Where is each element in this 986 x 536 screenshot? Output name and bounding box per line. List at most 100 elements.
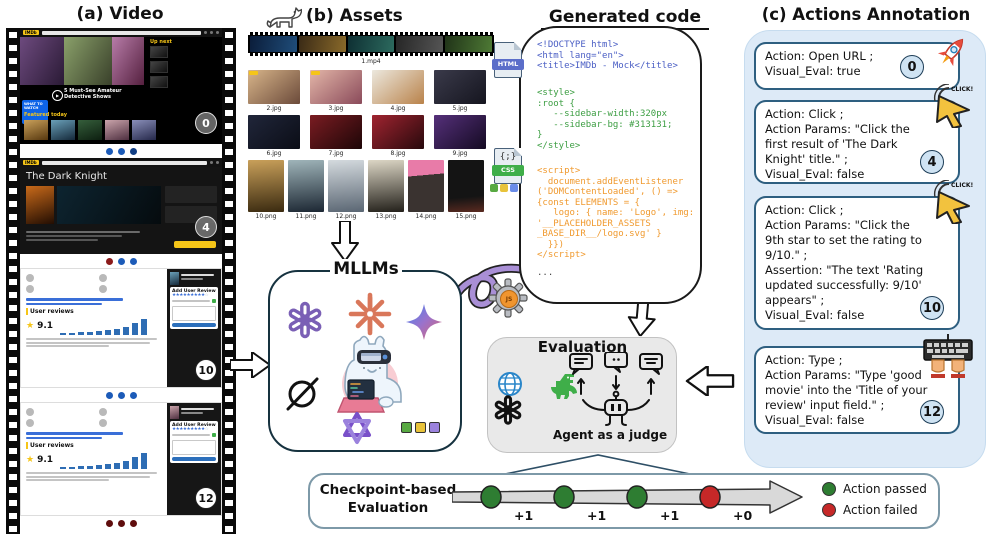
panel-title: Add User Review: [172, 289, 216, 294]
asset-item: 13.png: [368, 160, 404, 220]
generated-code-box: [519, 26, 702, 304]
checkpoint-timeline: [451, 479, 808, 525]
asset-item: 10.png: [248, 160, 284, 220]
more-models-dots: [398, 418, 440, 437]
asset-item: 3.jpg: [310, 70, 362, 112]
hero-title: 5 Must-See Amateur Detective Shows: [64, 88, 122, 101]
xai-logo: [284, 376, 320, 416]
user-reviews-label: User reviews: [26, 442, 164, 449]
assets-section-title: (b) Assets: [306, 6, 403, 26]
qwen-logo: [338, 410, 376, 450]
increment-label: +0: [733, 508, 753, 523]
openai-black-logo: [492, 394, 524, 430]
movie-poster: [26, 186, 54, 224]
action-card-text: Action: Open URL ; Visual_Eval: true: [765, 49, 874, 78]
assets-row-3: 10.png 11.png 12.png 13.png 14.png 15.pn…: [248, 160, 518, 220]
legend-failed: Action failed: [822, 503, 918, 517]
action-step-number: 10: [920, 296, 944, 320]
dino-icon: [548, 372, 578, 408]
asset-item: 15.png: [448, 160, 484, 220]
gemini-logo: [405, 303, 443, 345]
keyboard-icon: [920, 334, 976, 384]
add-review-panel: Add User Review ★★★★★★★★★☆: [167, 269, 221, 387]
mllms-title: MLLMs: [330, 259, 402, 279]
video-frame-10: User reviews ★ 9.1: [20, 268, 222, 388]
frame-separator: [20, 516, 222, 530]
rating-value: 9.1: [37, 321, 54, 331]
star-icon: ★: [26, 454, 35, 465]
submit-button: [172, 322, 216, 327]
html-file-icon: HTML: [492, 42, 524, 78]
video-to-mllms-arrow: [230, 352, 270, 378]
panel-title: Add User Review: [172, 423, 216, 428]
agent-judge-icon: [566, 351, 666, 432]
green-dot-icon: [822, 482, 836, 496]
asset-item: 6.jpg: [248, 115, 300, 157]
code-html-block: <!DOCTYPE html> <html lang="en"> <title>…: [537, 40, 678, 71]
action-step-number: 12: [920, 400, 944, 424]
frame-12-badge: 12: [195, 487, 217, 509]
asset-item: 7.jpg: [310, 115, 362, 157]
imdb-logo: IMDb: [23, 160, 39, 165]
submit-button: [172, 456, 216, 461]
rating-histogram: [60, 319, 148, 335]
star-icon: ★: [26, 320, 35, 331]
frame-0-badge: 0: [195, 112, 217, 134]
asset-item: 14.png: [408, 160, 444, 220]
asset-item: 8.jpg: [372, 115, 424, 157]
review-input: [172, 305, 216, 321]
evaluation-box: [487, 337, 677, 453]
legend-passed: Action passed: [822, 482, 927, 496]
assets-row-1: 2.jpg 3.jpg 4.jpg 5.jpg: [248, 70, 486, 112]
filmstrip-left-rail: [6, 28, 20, 534]
frame-10-badge: 10: [195, 359, 217, 381]
frame-4-badge: 4: [195, 216, 217, 238]
asset-item: 12.png: [328, 160, 364, 220]
action-card-text: Action: Click ; Action Params: "Click th…: [765, 107, 910, 181]
asset-item: 9.jpg: [434, 115, 486, 157]
imdb-logo: IMDb: [23, 30, 39, 35]
action-step-number: 0: [900, 55, 924, 79]
video-frame-4: IMDb The Dark Knight 4: [20, 158, 222, 254]
llama-coder-mascot: [330, 332, 410, 420]
movie-title: The Dark Knight: [26, 171, 107, 182]
more-assets-dots: [488, 177, 518, 220]
action-card-text: Action: Type ; Action Params: "Type 'goo…: [765, 353, 928, 427]
asset-item: 4.jpg: [372, 70, 424, 112]
code-more: ...: [537, 268, 554, 278]
code-css-block: <style> :root { --sidebar-width:320px --…: [537, 88, 673, 151]
js-gear-icon: JS: [488, 278, 528, 318]
video-section-title: (a) Video: [76, 4, 164, 24]
asset-item: 11.png: [288, 160, 324, 220]
click-cursor-icon: CLICK!: [925, 179, 977, 228]
video-frame-0: IMDb WHAT TO WATCH ▶ 5 Must-See Amateur …: [20, 28, 222, 144]
rating-value: 9.1: [37, 455, 54, 465]
user-reviews-label: User reviews: [26, 308, 164, 315]
action-card-10: Action: Click ; Action Params: "Click th…: [754, 196, 960, 330]
assets-row-2: 6.jpg 7.jpg 8.jpg 9.jpg: [248, 115, 486, 157]
video-filmstrip: IMDb WHAT TO WATCH ▶ 5 Must-See Amateur …: [6, 28, 236, 534]
cta-button: [174, 241, 216, 248]
globe-icon: [496, 370, 524, 402]
action-card-text: Action: Click ; Action Params: "Click th…: [765, 203, 924, 322]
click-cursor-icon: CLICK!: [925, 83, 977, 132]
red-dot-icon: [822, 503, 836, 517]
video-frame-12: User reviews ★ 9.1: [20, 402, 222, 516]
frame-separator: [20, 144, 222, 158]
actions-section-title: (c) Actions Annotation: [761, 5, 971, 24]
openai-logo: [285, 300, 325, 344]
code-js-block: <script> document.addEventListener ('DOM…: [537, 166, 695, 260]
rocket-icon: [934, 34, 970, 74]
asset-label: 1.mp4: [361, 58, 381, 65]
actions-to-evaluation-arrow: [682, 366, 738, 396]
rating-histogram: [60, 453, 148, 469]
up-next-label: Up next: [150, 39, 172, 45]
evaluation-title: Evaluation: [537, 338, 628, 356]
claude-logo: [348, 292, 392, 340]
asset-video-file: [248, 32, 494, 56]
increment-label: +1: [514, 508, 534, 523]
dog-doodle-icon: [264, 0, 303, 36]
increment-label: +1: [660, 508, 680, 523]
play-icon: ▶: [52, 90, 63, 101]
